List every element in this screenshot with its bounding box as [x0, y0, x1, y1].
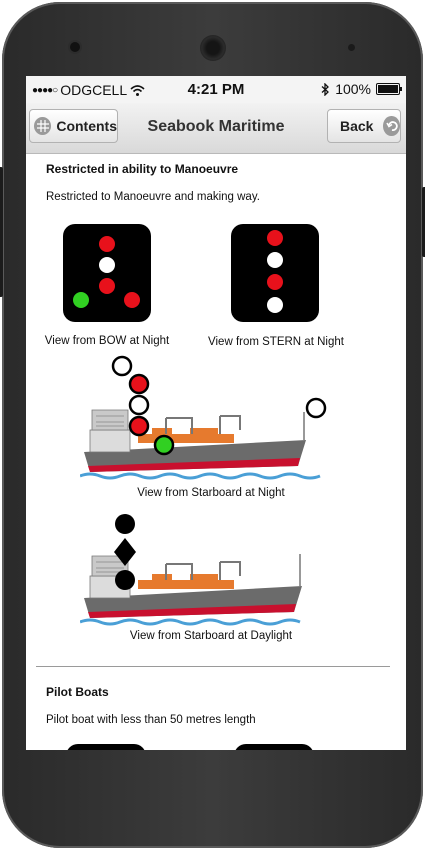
section-description-restricted: Restricted to Manoeuvre and making way. [46, 191, 260, 203]
contents-label: Contents [56, 118, 117, 134]
white-light-icon [267, 297, 283, 313]
page-title: Seabook Maritime [147, 118, 285, 135]
ship-starboard-night-illustration [80, 355, 327, 480]
red-light-icon [267, 274, 283, 290]
carrier-group: ●●●●○ ODGCELL [32, 82, 145, 98]
back-arrow-icon [383, 116, 400, 136]
stern-caption: View from STERN at Night [208, 336, 344, 348]
white-light-icon [99, 257, 115, 273]
section-heading-restricted: Restricted in ability to Manoeuvre [46, 162, 239, 176]
section-divider [36, 666, 390, 667]
screen: ●●●●○ ODGCELL 4:21 PM 100% [26, 76, 406, 750]
status-time: 4:21 PM [187, 81, 245, 98]
front-camera-icon [70, 42, 80, 52]
wifi-icon [130, 84, 145, 96]
power-button [0, 167, 3, 297]
grid-icon [34, 117, 52, 135]
pilot-boat-bow-signal-partial [66, 744, 146, 750]
red-light-icon [99, 278, 115, 294]
battery-icon [376, 83, 402, 95]
carrier-name: ODGCELL [60, 82, 128, 98]
white-light-icon [267, 252, 283, 268]
section-description-pilot-boats: Pilot boat with less than 50 metres leng… [46, 714, 256, 726]
red-light-icon [267, 230, 283, 246]
status-right: 100% [321, 81, 402, 97]
pilot-boat-stern-signal-partial [234, 744, 314, 750]
status-bar: ●●●●○ ODGCELL 4:21 PM 100% [26, 76, 406, 103]
earpiece-speaker [200, 35, 226, 61]
stern-night-signal [231, 224, 319, 322]
volume-button [422, 187, 425, 257]
back-label: Back [340, 118, 374, 134]
starboard-night-caption: View from Starboard at Night [137, 487, 285, 499]
section-heading-pilot-boats: Pilot Boats [46, 685, 109, 699]
proximity-sensor [348, 44, 355, 51]
contents-button[interactable]: Contents [29, 109, 118, 143]
back-button[interactable]: Back [327, 109, 401, 143]
battery-percent: 100% [335, 81, 371, 97]
red-light-icon [124, 292, 140, 308]
ship-starboard-daylight-illustration [80, 514, 302, 626]
starboard-daylight-caption: View from Starboard at Daylight [129, 630, 293, 642]
bluetooth-icon [321, 82, 330, 96]
bow-caption: View from BOW at Night [44, 335, 170, 347]
bow-night-signal [63, 224, 151, 322]
nav-bar: Contents Seabook Maritime Back [26, 103, 406, 154]
green-light-icon [73, 292, 89, 308]
signal-icon: ●●●●○ [32, 84, 58, 96]
red-light-icon [99, 236, 115, 252]
